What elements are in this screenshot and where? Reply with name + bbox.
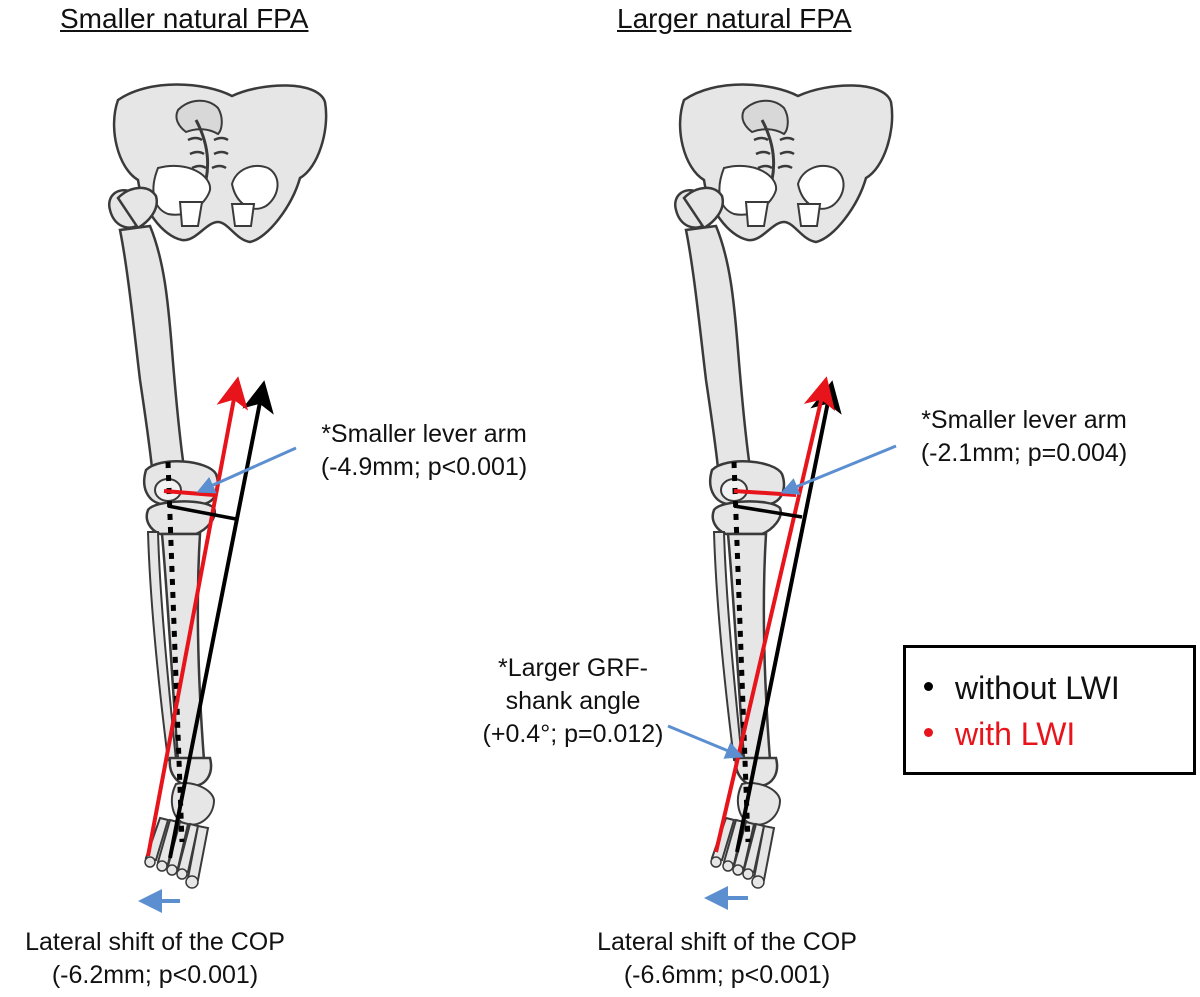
right-lever-arm-line2: (-2.1mm; p=0.004) — [920, 439, 1128, 467]
left-grf-with-lwi — [146, 376, 249, 857]
left-lever-arm-line2: (-4.9mm; p<0.001) — [320, 453, 528, 481]
right-grf-shank-line2: shank angle — [505, 687, 641, 715]
left-cop-shift-line2: (-6.2mm; p<0.001) — [51, 961, 259, 989]
legend-label-with-lwi: with LWI — [955, 716, 1076, 752]
right-cop-shift-label: Lateral shift of the COP (-6.6mm; p<0.00… — [572, 926, 882, 992]
legend-label-without-lwi: without LWI — [955, 670, 1120, 706]
right-grf-shank-label: *Larger GRF- shank angle (+0.4°; p=0.012… — [468, 652, 678, 751]
left-panel-title: Smaller natural FPA — [60, 3, 309, 34]
legend-item-with-lwi: with LWI — [924, 714, 1075, 754]
left-lever-arm-line1: *Smaller lever arm — [321, 420, 527, 448]
right-cop-shift-line2: (-6.6mm; p<0.001) — [623, 961, 831, 989]
right-grf-without-lwi — [735, 380, 842, 853]
right-grf-shank-line1: *Larger GRF- — [497, 654, 649, 682]
left-cop-shift-label: Lateral shift of the COP (-6.2mm; p<0.00… — [0, 926, 310, 992]
right-lever-arm-line1: *Smaller lever arm — [921, 406, 1127, 434]
right-lever-arm-without-lwi — [733, 504, 803, 519]
right-panel-title: Larger natural FPA — [617, 3, 852, 34]
left-lever-arm-label: *Smaller lever arm (-4.9mm; p<0.001) — [296, 418, 552, 484]
right-skeleton-leg — [675, 85, 892, 889]
legend-box: without LWI with LWI — [903, 645, 1196, 775]
legend-item-without-lwi: without LWI — [924, 668, 1120, 708]
right-lever-arm-annotation-arrow — [780, 444, 897, 495]
left-lever-arm-without-lwi — [167, 504, 237, 521]
left-force-lines — [138, 376, 297, 913]
left-lever-arm-with-lwi — [163, 489, 215, 497]
right-cop-shift-line1: Lateral shift of the COP — [597, 928, 857, 956]
left-cop-shift-line1: Lateral shift of the COP — [25, 928, 285, 956]
legend-dot-red — [924, 728, 933, 738]
right-grf-shank-annotation-arrow — [667, 724, 744, 759]
right-grf-shank-line3: (+0.4°; p=0.012) — [482, 720, 664, 748]
left-lever-arm-annotation-arrow — [196, 446, 297, 494]
right-lever-arm-label: *Smaller lever arm (-2.1mm; p=0.004) — [896, 404, 1152, 470]
right-force-lines — [667, 376, 897, 910]
right-grf-with-lwi — [714, 376, 836, 853]
legend-dot-black — [924, 682, 933, 692]
